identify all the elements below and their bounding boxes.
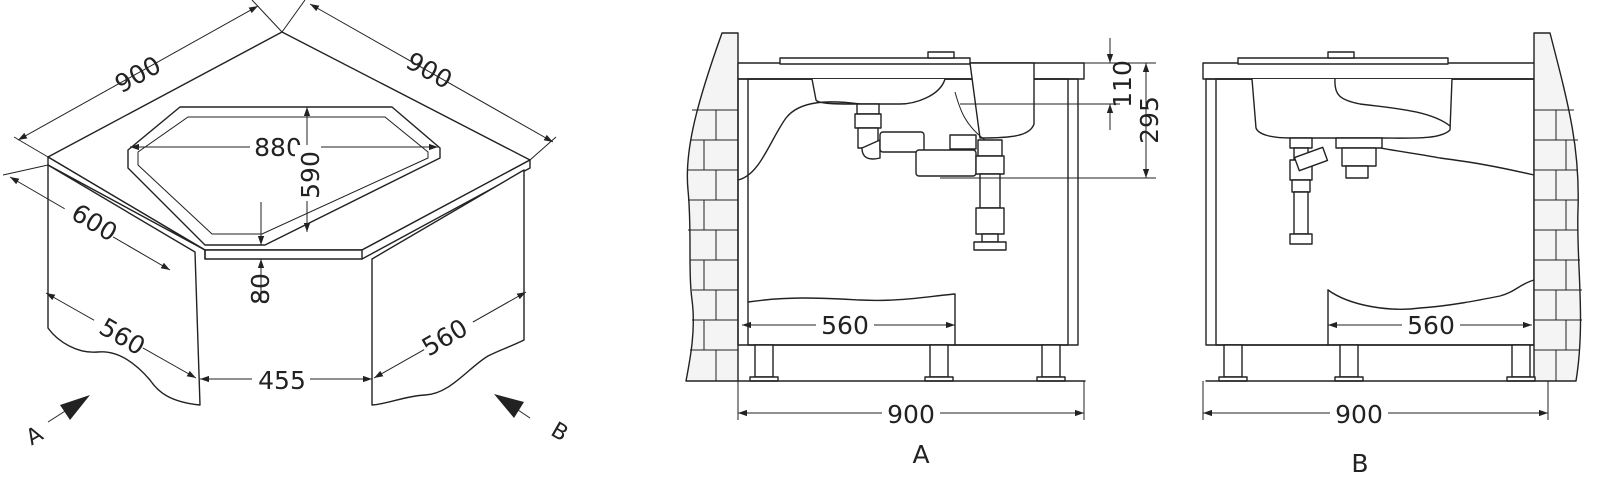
dim-900-left: 900 [110,50,166,98]
dim-900-view-b: 900 [1335,400,1383,429]
dim-560-view-a: 560 [821,311,869,340]
dim-455: 455 [258,366,306,395]
brick-lines-b [1534,109,1582,381]
dim-590: 590 [296,151,325,199]
elevation-view-a: 560 900 110 295 A [685,32,1164,469]
view-arrow-b-label: B [546,418,572,447]
caption-view-a: A [912,440,929,469]
brick-lines-a [688,109,738,381]
legs-a [749,344,1066,382]
dim-880: 880 [254,133,302,162]
wall-right-b [1533,32,1582,382]
dim-900-view-a: 900 [887,400,935,429]
sink-basin-b [1251,78,1453,139]
legs-b [1218,344,1536,382]
caption-view-b: B [1351,449,1368,478]
plumbing-b [1289,137,1383,245]
sink-basin-a [811,78,946,105]
view-arrow-a-label: A [22,422,48,451]
isometric-view: 900 900 880 590 80 600 560 560 [2,0,572,451]
dim-560-view-b: 560 [1407,311,1455,340]
dim-80: 80 [246,273,275,305]
dim-900-right: 900 [401,46,457,94]
wall-left-a [685,32,739,382]
dim-110-view-a: 110 [1108,60,1137,108]
countertop-b [1202,62,1550,80]
plumbing-a [854,91,1007,251]
elevation-view-b: 560 900 B [1202,32,1582,478]
dim-295-view-a: 295 [1135,96,1164,144]
